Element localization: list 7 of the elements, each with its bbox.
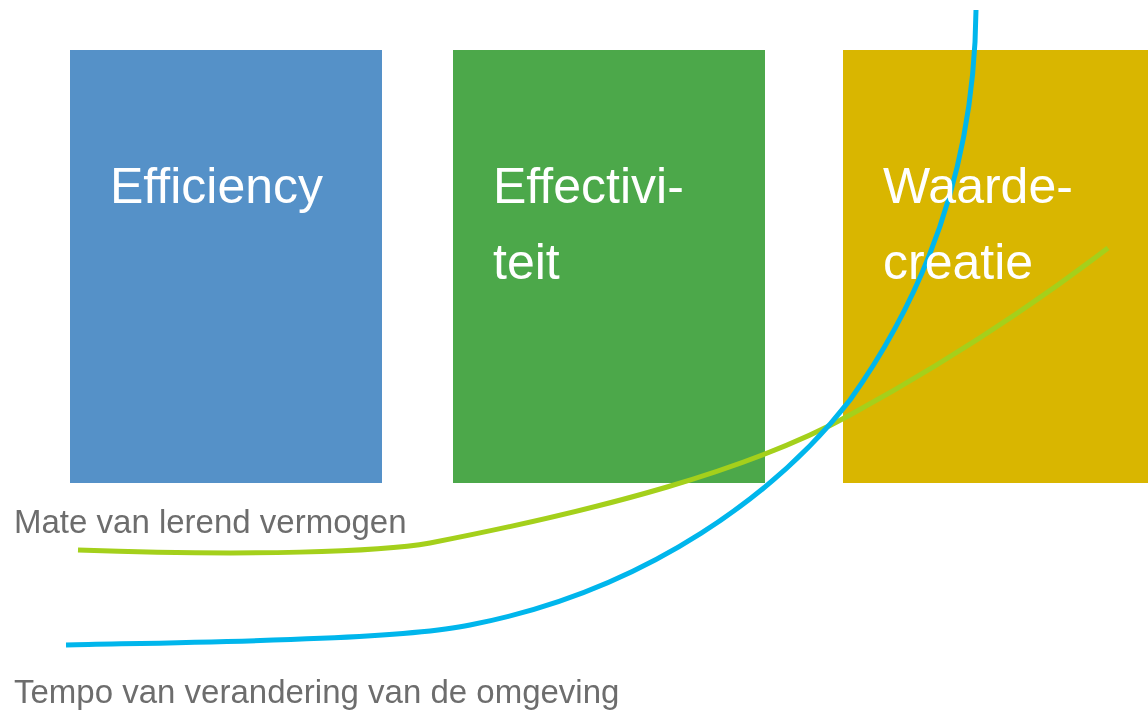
axis-label: Tempo van verandering van de omgeving	[14, 672, 620, 712]
stage-title: Efficiency	[110, 157, 325, 216]
stage-box	[453, 50, 765, 483]
stage-box	[70, 50, 382, 483]
stage-box	[843, 50, 1148, 483]
axis-label: Mate van lerend vermogen	[14, 502, 407, 542]
stage-title: Effectivi- teit	[493, 157, 685, 292]
